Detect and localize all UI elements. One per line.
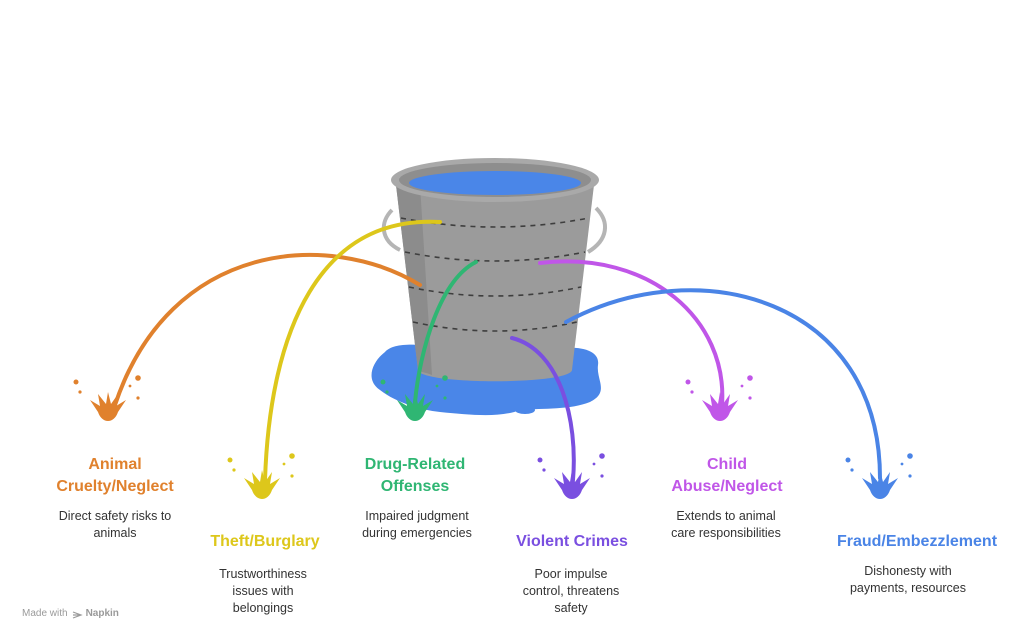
footer: Made with Napkin — [22, 608, 119, 619]
splash-icon-1 — [227, 453, 295, 499]
desc-animal-cruelty: Direct safety risks to animals — [58, 509, 172, 540]
stream-4 — [538, 259, 725, 407]
desc-violent-crimes: Poor impulse control, threatens safety — [522, 567, 620, 615]
stream-0 — [113, 253, 422, 407]
title-fraud: Fraud/Embezzlement — [836, 533, 998, 550]
desc-child-abuse: Extends to animal care responsibilities — [671, 509, 781, 540]
stream-3 — [510, 336, 576, 482]
stream-1 — [263, 219, 442, 482]
splash-icon-2 — [380, 375, 448, 421]
title-drug-offenses: Drug-Related Offenses — [364, 456, 466, 495]
desc-theft-burglary: Trustworthiness issues with belongings — [219, 567, 307, 615]
napkin-logo-icon — [72, 611, 83, 619]
bucket-body — [396, 185, 594, 382]
desc-drug-offenses: Impaired judgment during emergencies — [362, 509, 472, 540]
footer-brand: Napkin — [85, 608, 119, 619]
splash-icon-3 — [537, 453, 605, 499]
bucket-handle-right — [586, 206, 607, 254]
streams — [113, 219, 882, 482]
footer-made-with: Made with — [22, 608, 68, 619]
splash-icon-5 — [845, 453, 913, 499]
bucket-water — [409, 171, 581, 195]
title-animal-cruelty: Animal Cruelty/Neglect — [56, 456, 174, 495]
stream-5 — [564, 288, 882, 480]
splash-icon-0 — [73, 375, 141, 421]
splash-icon-4 — [685, 375, 753, 421]
splashes — [73, 375, 913, 499]
stream-2 — [413, 260, 478, 404]
puddle-drop — [515, 406, 535, 414]
title-child-abuse: Child Abuse/Neglect — [671, 456, 783, 495]
title-violent-crimes: Violent Crimes — [516, 533, 628, 550]
desc-fraud: Dishonesty with payments, resources — [849, 564, 967, 595]
title-theft-burglary: Theft/Burglary — [210, 533, 320, 550]
